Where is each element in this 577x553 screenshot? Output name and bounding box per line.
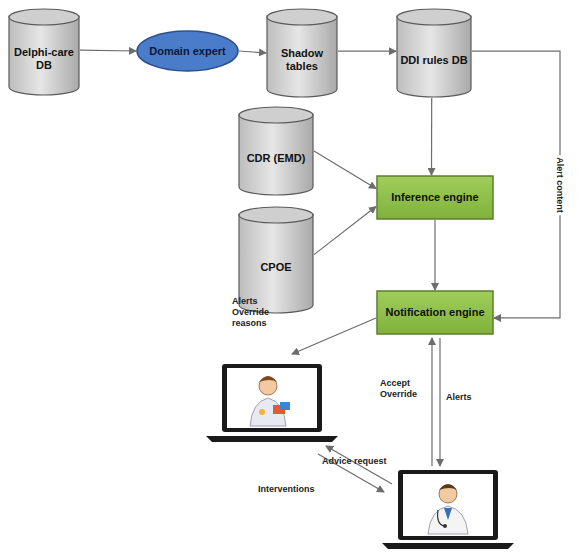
accept-arrow <box>431 338 432 466</box>
database-cylinder: CDR (EMD) <box>238 106 314 196</box>
flow-arrow <box>434 220 435 290</box>
flow-arrow <box>431 98 432 175</box>
physician-laptop <box>382 470 514 549</box>
flow-arrow <box>314 151 376 189</box>
database-cylinder: Shadow tables <box>266 8 338 98</box>
node-label: Shadow tables <box>270 47 334 72</box>
node-outline <box>238 106 314 196</box>
node-label: DDI rules DB <box>400 54 467 67</box>
flow-label: Accept Override <box>380 378 426 400</box>
node-label: Domain expert <box>149 45 225 58</box>
node-label: Inference engine <box>391 191 478 204</box>
pharmacist-laptop <box>206 364 338 442</box>
actor-ellipse: Domain expert <box>136 30 239 72</box>
flow-arrow <box>80 50 136 52</box>
flow-arrow <box>314 207 376 255</box>
alert-arrow <box>292 318 376 354</box>
flow-label: Advice request <box>322 456 387 467</box>
laptop-arrows <box>292 318 440 492</box>
engine-box: Inference engine <box>376 175 494 220</box>
flow-label: Alerts <box>446 392 472 403</box>
node-label: Notification engine <box>386 306 485 319</box>
flow-arrow <box>239 51 266 53</box>
flow-label: Interventions <box>258 484 315 495</box>
flow-arrow <box>338 51 396 52</box>
node-label: CPOE <box>260 261 291 274</box>
edge-label: Alert content <box>554 155 566 215</box>
engine-box: Notification engine <box>376 290 494 335</box>
alerts-arrow <box>439 338 440 466</box>
node-label: Delphi-care DB <box>12 46 76 71</box>
node-label: CDR (EMD) <box>247 152 306 165</box>
database-cylinder: Delphi-care DB <box>8 8 80 96</box>
node-outline <box>396 8 472 98</box>
flow-label: Alerts Override reasons <box>232 296 296 328</box>
database-cylinder: DDI rules DB <box>396 8 472 98</box>
